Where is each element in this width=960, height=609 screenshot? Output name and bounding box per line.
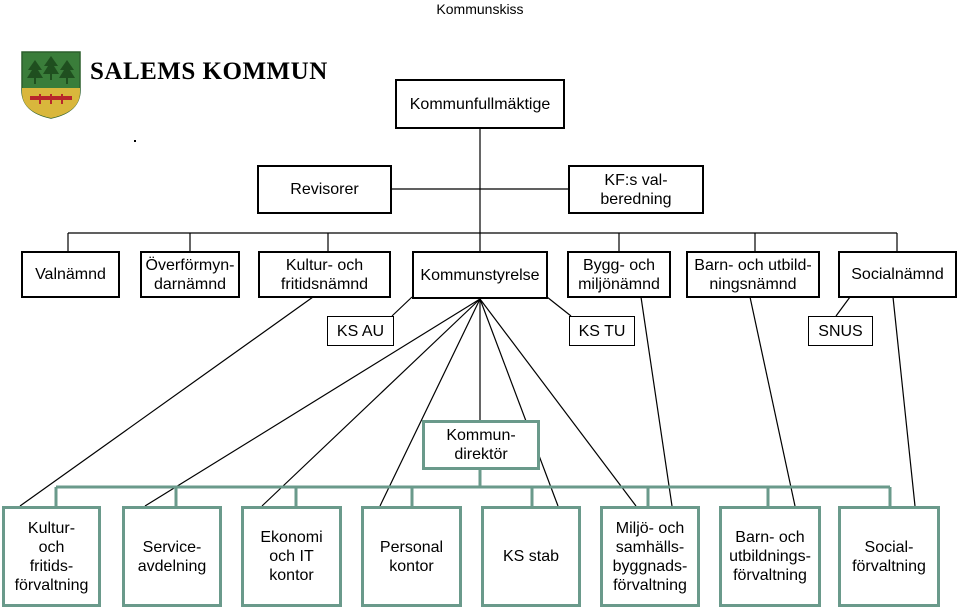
stray-dot (134, 140, 136, 142)
node-kommundirektor: Kommun- direktör (422, 420, 540, 470)
node-socialnamnd: Socialnämnd (838, 251, 957, 298)
node-ks-stab: KS stab (481, 506, 581, 607)
node-ekonomi-it-kontor: Ekonomi och IT kontor (241, 506, 342, 607)
node-ks-tu: KS TU (569, 316, 635, 346)
node-personalkontor: Personal kontor (361, 506, 462, 607)
node-serviceavdelning: Service- avdelning (122, 506, 222, 607)
node-barn-utbildningsforvaltning: Barn- och utbildnings- förvaltning (719, 506, 821, 607)
node-socialforvaltning: Social- förvaltning (838, 506, 940, 607)
node-snus: SNUS (808, 316, 873, 346)
node-revisorer: Revisorer (257, 165, 392, 214)
node-kultur-fritidsnamnd: Kultur- och fritidsnämnd (258, 251, 391, 298)
node-barn-utbildningsnamnd: Barn- och utbild- ningsnämnd (686, 251, 820, 298)
page-title: Kommunskiss (436, 1, 524, 17)
coat-of-arms-icon (20, 50, 82, 125)
brand-name: SALEMS KOMMUN (90, 58, 328, 85)
node-bygg-miljonamnd: Bygg- och miljönämnd (567, 251, 671, 298)
node-kf-valberedning: KF:s val- beredning (568, 165, 704, 214)
node-kommunstyrelse: Kommunstyrelse (412, 251, 548, 299)
node-overformyndarnamnd: Överförmyn- darnämnd (140, 251, 240, 298)
node-kommunfullmaktige: Kommunfullmäktige (395, 79, 565, 129)
node-kultur-fritidsforvaltning: Kultur- och fritids- förvaltning (2, 506, 101, 607)
node-miljo-samhallsbyggnadsforvaltning: Miljö- och samhälls- byggnads- förvaltni… (600, 506, 700, 607)
node-ks-au: KS AU (327, 316, 394, 346)
node-valnamnd: Valnämnd (21, 251, 120, 298)
